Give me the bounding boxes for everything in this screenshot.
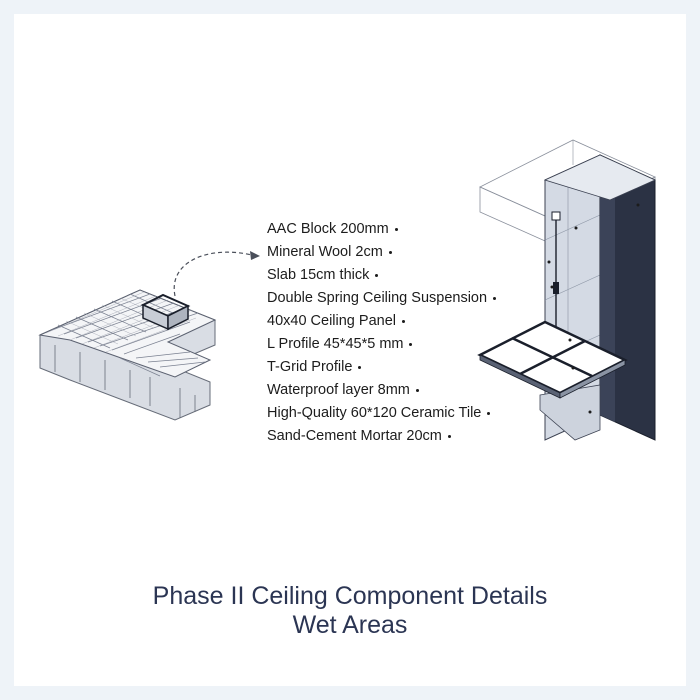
callout-dashed-arrow	[173, 251, 253, 297]
floor-plan-isometric	[38, 289, 217, 421]
diagram-leader-dots	[547, 203, 640, 414]
arrow-head-icon	[250, 251, 260, 260]
label-waterproof-layer: Waterproof layer 8mm	[267, 380, 496, 403]
label-mineral-wool: Mineral Wool 2cm	[267, 242, 496, 265]
label-t-grid-profile: T-Grid Profile	[267, 357, 496, 380]
label-sand-cement-mortar: Sand-Cement Mortar 20cm	[267, 426, 496, 449]
label-aac-block: AAC Block 200mm	[267, 219, 496, 242]
diagram-caption: Phase II Ceiling Component Details Wet A…	[0, 582, 700, 640]
label-ceramic-tile: High-Quality 60*120 Ceramic Tile	[267, 403, 496, 426]
wall-section-isometric	[477, 139, 656, 441]
label-slab: Slab 15cm thick	[267, 265, 496, 288]
label-ceiling-panel: 40x40 Ceiling Panel	[267, 311, 496, 334]
caption-title: Phase II Ceiling Component Details	[152, 582, 548, 610]
caption-subtitle: Wet Areas	[292, 611, 408, 639]
label-l-profile: L Profile 45*45*5 mm	[267, 334, 496, 357]
label-ceiling-suspension: Double Spring Ceiling Suspension	[267, 288, 497, 311]
component-label-list: AAC Block 200mm Mineral Wool 2cm Slab 15…	[267, 219, 497, 449]
